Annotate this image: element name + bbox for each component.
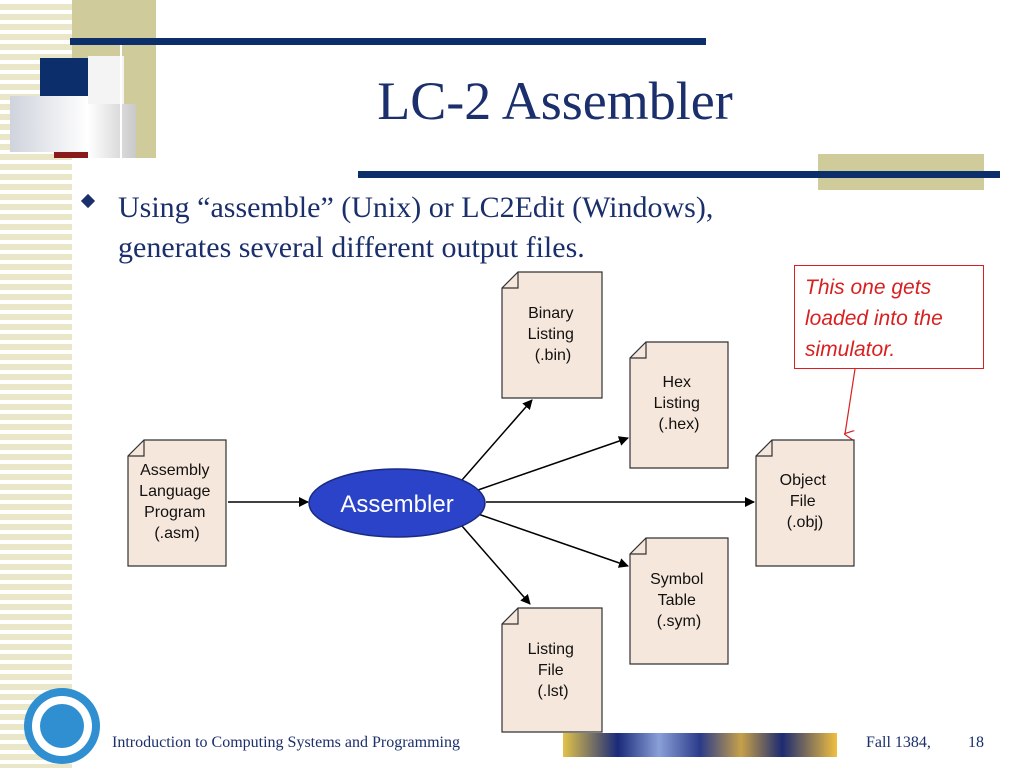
symbol-line-1: Symbol (650, 571, 703, 588)
deco-square-white (88, 56, 124, 106)
input-line-2: Language (139, 483, 210, 500)
callout-line-2: loaded into the (805, 307, 943, 330)
arrow-to-hex (477, 436, 629, 491)
svg-text:Assembly Language: Assembly Language Program (.asm) (139, 462, 215, 542)
arrow-to-listing (461, 525, 531, 605)
object-line-1: Object (780, 472, 827, 489)
doc-input: Assembly Language Program (.asm) (127, 439, 227, 567)
assembler-node (308, 468, 486, 538)
svg-text:Object File (.obj): Object File (.obj) (780, 472, 831, 531)
svg-text:Hex Listing (.hex): Hex Listing (.hex) (654, 374, 705, 433)
callout-box: This one gets loaded into the simulator. (794, 265, 984, 369)
deco-square-grey (88, 104, 136, 158)
deco-square-white-fade (10, 96, 88, 152)
slide-title: LC-2 Assembler (377, 71, 733, 131)
input-line-1: Assembly (140, 462, 209, 479)
hex-line-1: Hex (663, 374, 691, 391)
footer-course: Introduction to Computing Systems and Pr… (112, 734, 460, 751)
seal-core (40, 704, 84, 748)
doc-binary-listing: Binary Listing (.bin) (501, 271, 603, 399)
svg-text:Binary Listing (.b: Binary Listing (.bin) (528, 305, 579, 364)
doc-hex-listing: Hex Listing (.hex) (629, 341, 729, 469)
assembler-label: Assembler (340, 491, 453, 518)
header-line-bottom-over (358, 171, 1000, 178)
input-line-4: (.asm) (154, 525, 199, 542)
listing-line-2: File (538, 662, 564, 679)
input-line-3: Program (144, 504, 205, 521)
svg-text:Listing File (.lst: Listing File (.lst) (528, 641, 579, 700)
deco-line-vertical (120, 40, 122, 160)
callout-line-3: simulator. (805, 338, 896, 361)
footer-term: Fall 1384, (866, 734, 931, 751)
footer-page-number: 18 (968, 734, 984, 751)
symbol-line-3: (.sym) (657, 613, 701, 630)
listing-line-1: Listing (528, 641, 574, 658)
hex-line-2: Listing (654, 395, 700, 412)
listing-line-3: (.lst) (537, 683, 568, 700)
binary-line-1: Binary (528, 305, 573, 322)
bullet-text: Using “assemble” (Unix) or LC2Edit (Wind… (118, 191, 714, 264)
object-line-3: (.obj) (787, 514, 823, 531)
doc-object-file: Object File (.obj) (755, 439, 855, 567)
hex-line-3: (.hex) (659, 416, 700, 433)
doc-symbol-table: Symbol Table (.sym) (629, 537, 729, 665)
arrow-to-symbol (477, 513, 629, 568)
arrow-to-binary (461, 399, 533, 481)
svg-text:Symbol Table (.sym: Symbol Table (.sym) (650, 571, 708, 630)
binary-line-2: Listing (528, 326, 574, 343)
binary-line-3: (.bin) (535, 347, 571, 364)
callout-line-1: This one gets (805, 276, 932, 299)
object-line-2: File (790, 493, 816, 510)
decorative-photo-strip (563, 733, 837, 757)
header-line-top (70, 38, 706, 45)
symbol-line-2: Table (658, 592, 696, 609)
callout-pointer (845, 368, 856, 434)
doc-listing-file: Listing File (.lst) (501, 607, 603, 733)
